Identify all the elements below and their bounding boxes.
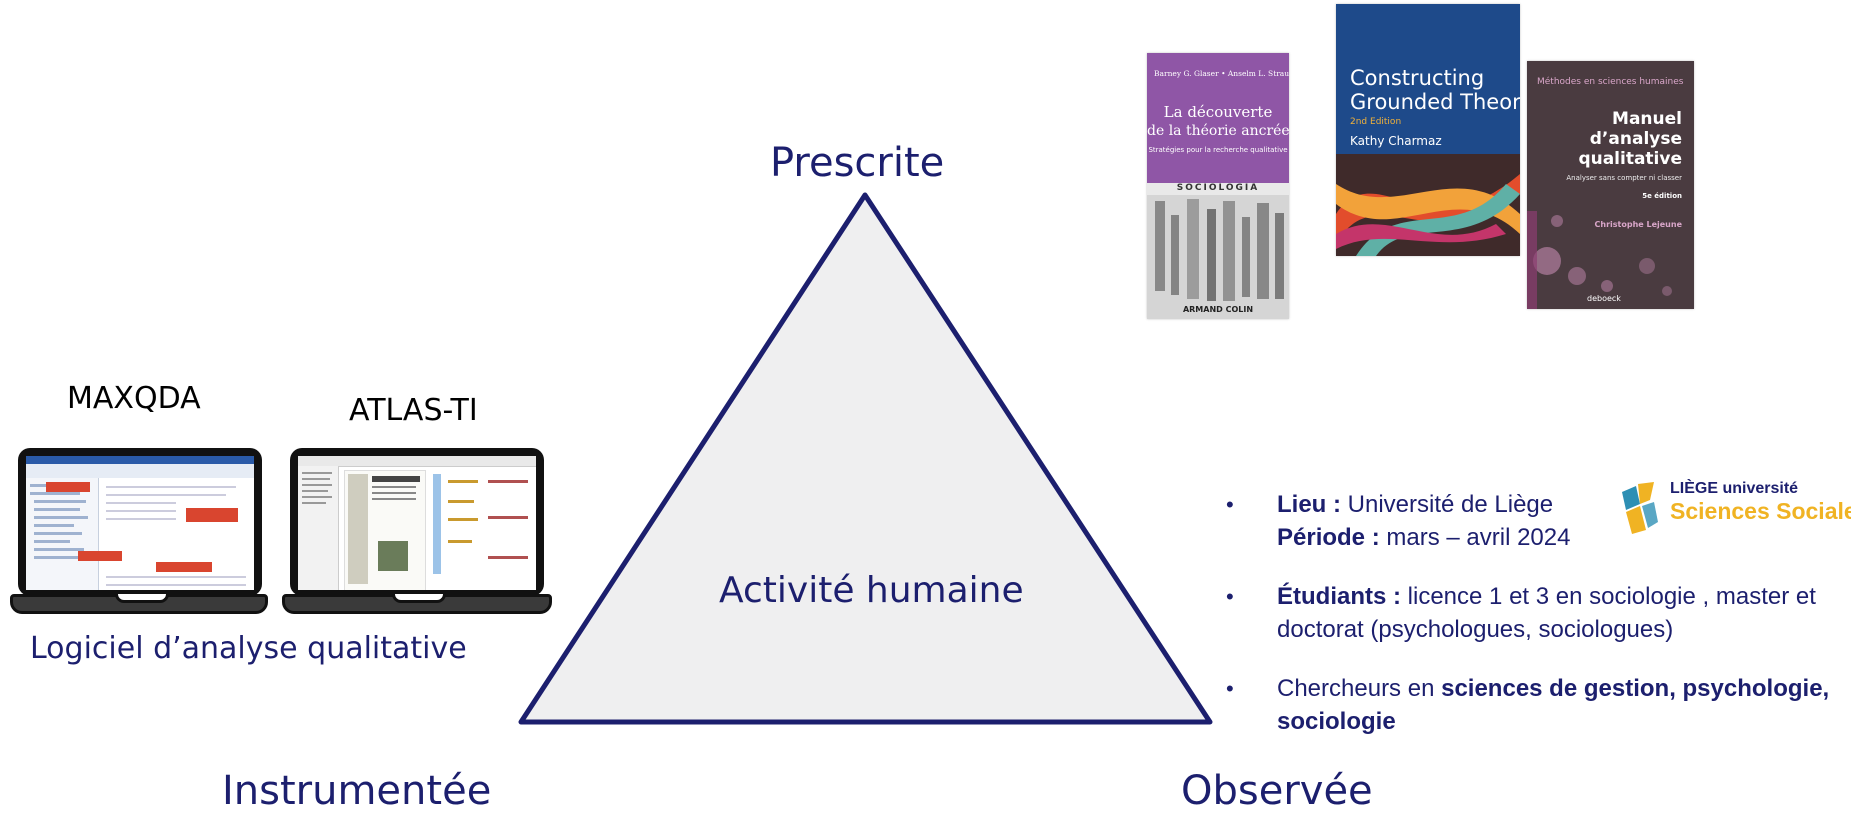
atlasti-screen — [298, 456, 536, 590]
book-charmaz: Constructing Grounded Theory 2nd Edition… — [1336, 4, 1520, 256]
triangle-shape — [518, 192, 1213, 725]
book2-edition: 2nd Edition — [1350, 117, 1402, 127]
book-glaser-strauss: Barney G. Glaser • Anselm L. Strauss La … — [1147, 53, 1289, 319]
book2-title-line1: Constructing — [1350, 66, 1485, 90]
info-item-place-period: Lieu : Université de Liège Période : mar… — [1226, 488, 1846, 554]
info-item-researchers: Chercheurs en sciences de gestion, psych… — [1226, 672, 1846, 738]
book3-dots-pattern — [1527, 211, 1672, 309]
period-value: mars – avril 2024 — [1386, 524, 1571, 551]
book1-subtitle: Stratégies pour la recherche qualitative — [1148, 146, 1288, 154]
place-value: Université de Liège — [1347, 491, 1554, 518]
center-label: Activité humaine — [719, 570, 1024, 611]
software-caption: Logiciel d’analyse qualitative — [30, 631, 467, 666]
context-info-list: Lieu : Université de Liège Période : mar… — [1226, 488, 1846, 764]
book1-title-line2: de la théorie ancrée — [1147, 123, 1289, 139]
vertex-prescrite: Prescrite — [770, 140, 945, 186]
book3-title-line1: Manuel — [1612, 109, 1682, 129]
book3-author: Christophe Lejeune — [1594, 220, 1682, 229]
book3-title-line3: qualitative — [1578, 149, 1682, 169]
place-label: Lieu : — [1277, 491, 1341, 518]
vertex-instrumentee: Instrumentée — [222, 768, 492, 814]
book1-authors: Barney G. Glaser • Anselm L. Strauss — [1154, 69, 1289, 78]
students-value: licence 1 et 3 en sociologie , master et… — [1277, 583, 1816, 643]
book1-series: SOCIOLOGIA — [1176, 183, 1260, 193]
maxqda-screen — [26, 456, 254, 590]
book-lejeune: Méthodes en sciences humaines Manuel d’a… — [1527, 61, 1694, 309]
book1-publisher: ARMAND COLIN — [1182, 305, 1254, 314]
book3-edition: 5e édition — [1642, 192, 1682, 200]
info-item-students: Étudiants : licence 1 et 3 en sociologie… — [1226, 580, 1846, 646]
book3-title-line2: d’analyse — [1589, 129, 1682, 149]
book3-series: Méthodes en sciences humaines — [1537, 77, 1684, 87]
researchers-value: sciences de gestion, psychologie, sociol… — [1277, 675, 1830, 735]
book2-swirl-art — [1336, 154, 1520, 256]
book2-author: Kathy Charmaz — [1350, 134, 1442, 148]
students-label: Étudiants : — [1277, 583, 1401, 610]
book1-title-line1: La découverte — [1163, 103, 1273, 121]
book2-title-line2: Grounded Theory — [1350, 90, 1520, 114]
book3-publisher: deboeck — [1587, 294, 1621, 303]
maxqda-label: MAXQDA — [67, 381, 201, 416]
book3-subtitle: Analyser sans compter ni classer — [1566, 174, 1682, 182]
researchers-prefix: Chercheurs en — [1277, 675, 1435, 702]
period-label: Période : — [1277, 524, 1380, 551]
atlasti-laptop — [282, 448, 552, 616]
book1-crowd-photo — [1147, 195, 1289, 319]
vertex-observee: Observée — [1181, 768, 1373, 814]
maxqda-laptop — [10, 448, 268, 616]
atlasti-label: ATLAS-TI — [349, 393, 478, 428]
